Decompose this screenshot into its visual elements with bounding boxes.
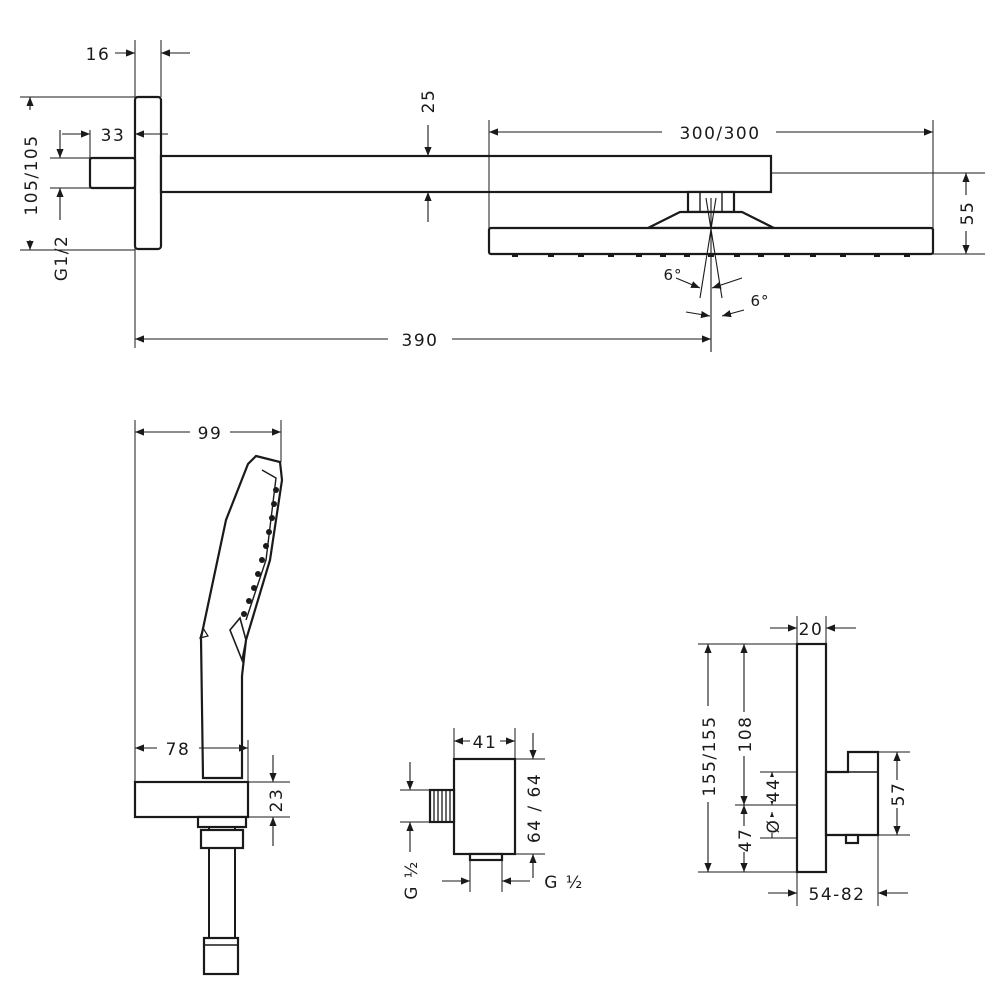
dim-lower: 47 — [736, 828, 756, 853]
dim-outlet-offset: 64 / 64 — [525, 773, 545, 843]
dim-flange-thickness: 16 — [86, 45, 111, 65]
overhead-shower-view: 16 105/105 33 G1/2 25 300/300 55 390 6° — [20, 40, 985, 352]
wall-holder — [133, 780, 250, 819]
dim-upper: 108 — [736, 716, 756, 753]
dim-projection: 54-82 — [809, 885, 866, 905]
thermostat-view: 20 155/155 108 44 47 Ø 57 54-82 — [698, 616, 910, 906]
thermostat-plate — [795, 642, 828, 874]
dim-thermostat-height: 155/155 — [700, 715, 720, 796]
hose-connector — [196, 815, 248, 829]
spray-nozzles — [241, 487, 279, 617]
wall-outlet-body — [452, 757, 517, 856]
inlet-nipple — [88, 156, 137, 190]
wall-outlet-view: 41 64 / 64 G ½ G ½ — [400, 728, 584, 900]
dim-inlet-depth: 33 — [101, 126, 126, 146]
dim-handle-height: 44 — [764, 778, 784, 803]
dim-arm-thickness: 25 — [419, 89, 439, 114]
dim-arm-length: 390 — [402, 331, 439, 351]
wall-flange — [133, 95, 163, 251]
tilt-right-label: 6° — [750, 292, 769, 310]
shower-arm — [159, 154, 773, 194]
tilt-left-label: 6° — [663, 266, 682, 284]
dim-holder-height: 23 — [267, 788, 287, 813]
dim-plate-depth: 20 — [799, 620, 824, 640]
thermostat-handle-stub — [844, 833, 860, 845]
dim-total-height: 105/105 — [22, 134, 42, 215]
dim-thread: G1/2 — [52, 235, 72, 282]
outlet-bottom-thread — [468, 852, 504, 862]
outlet-thread-left: G ½ — [402, 860, 422, 900]
hose-end — [202, 936, 240, 976]
hand-shower — [199, 454, 284, 780]
diameter-symbol: Ø — [764, 819, 784, 834]
hand-shower-view: 99 78 23 — [133, 420, 290, 976]
thermostat-body — [824, 750, 880, 837]
dim-hand-head-width: 99 — [198, 424, 223, 444]
dim-holder-depth: 78 — [166, 740, 191, 760]
dim-knob: 57 — [889, 782, 909, 807]
dim-head-width: 300/300 — [679, 124, 760, 144]
dim-outlet-width: 41 — [473, 733, 498, 753]
outlet-thread-right: G ½ — [544, 873, 584, 893]
hose-nut — [199, 828, 245, 850]
dim-head-drop: 55 — [958, 201, 978, 226]
